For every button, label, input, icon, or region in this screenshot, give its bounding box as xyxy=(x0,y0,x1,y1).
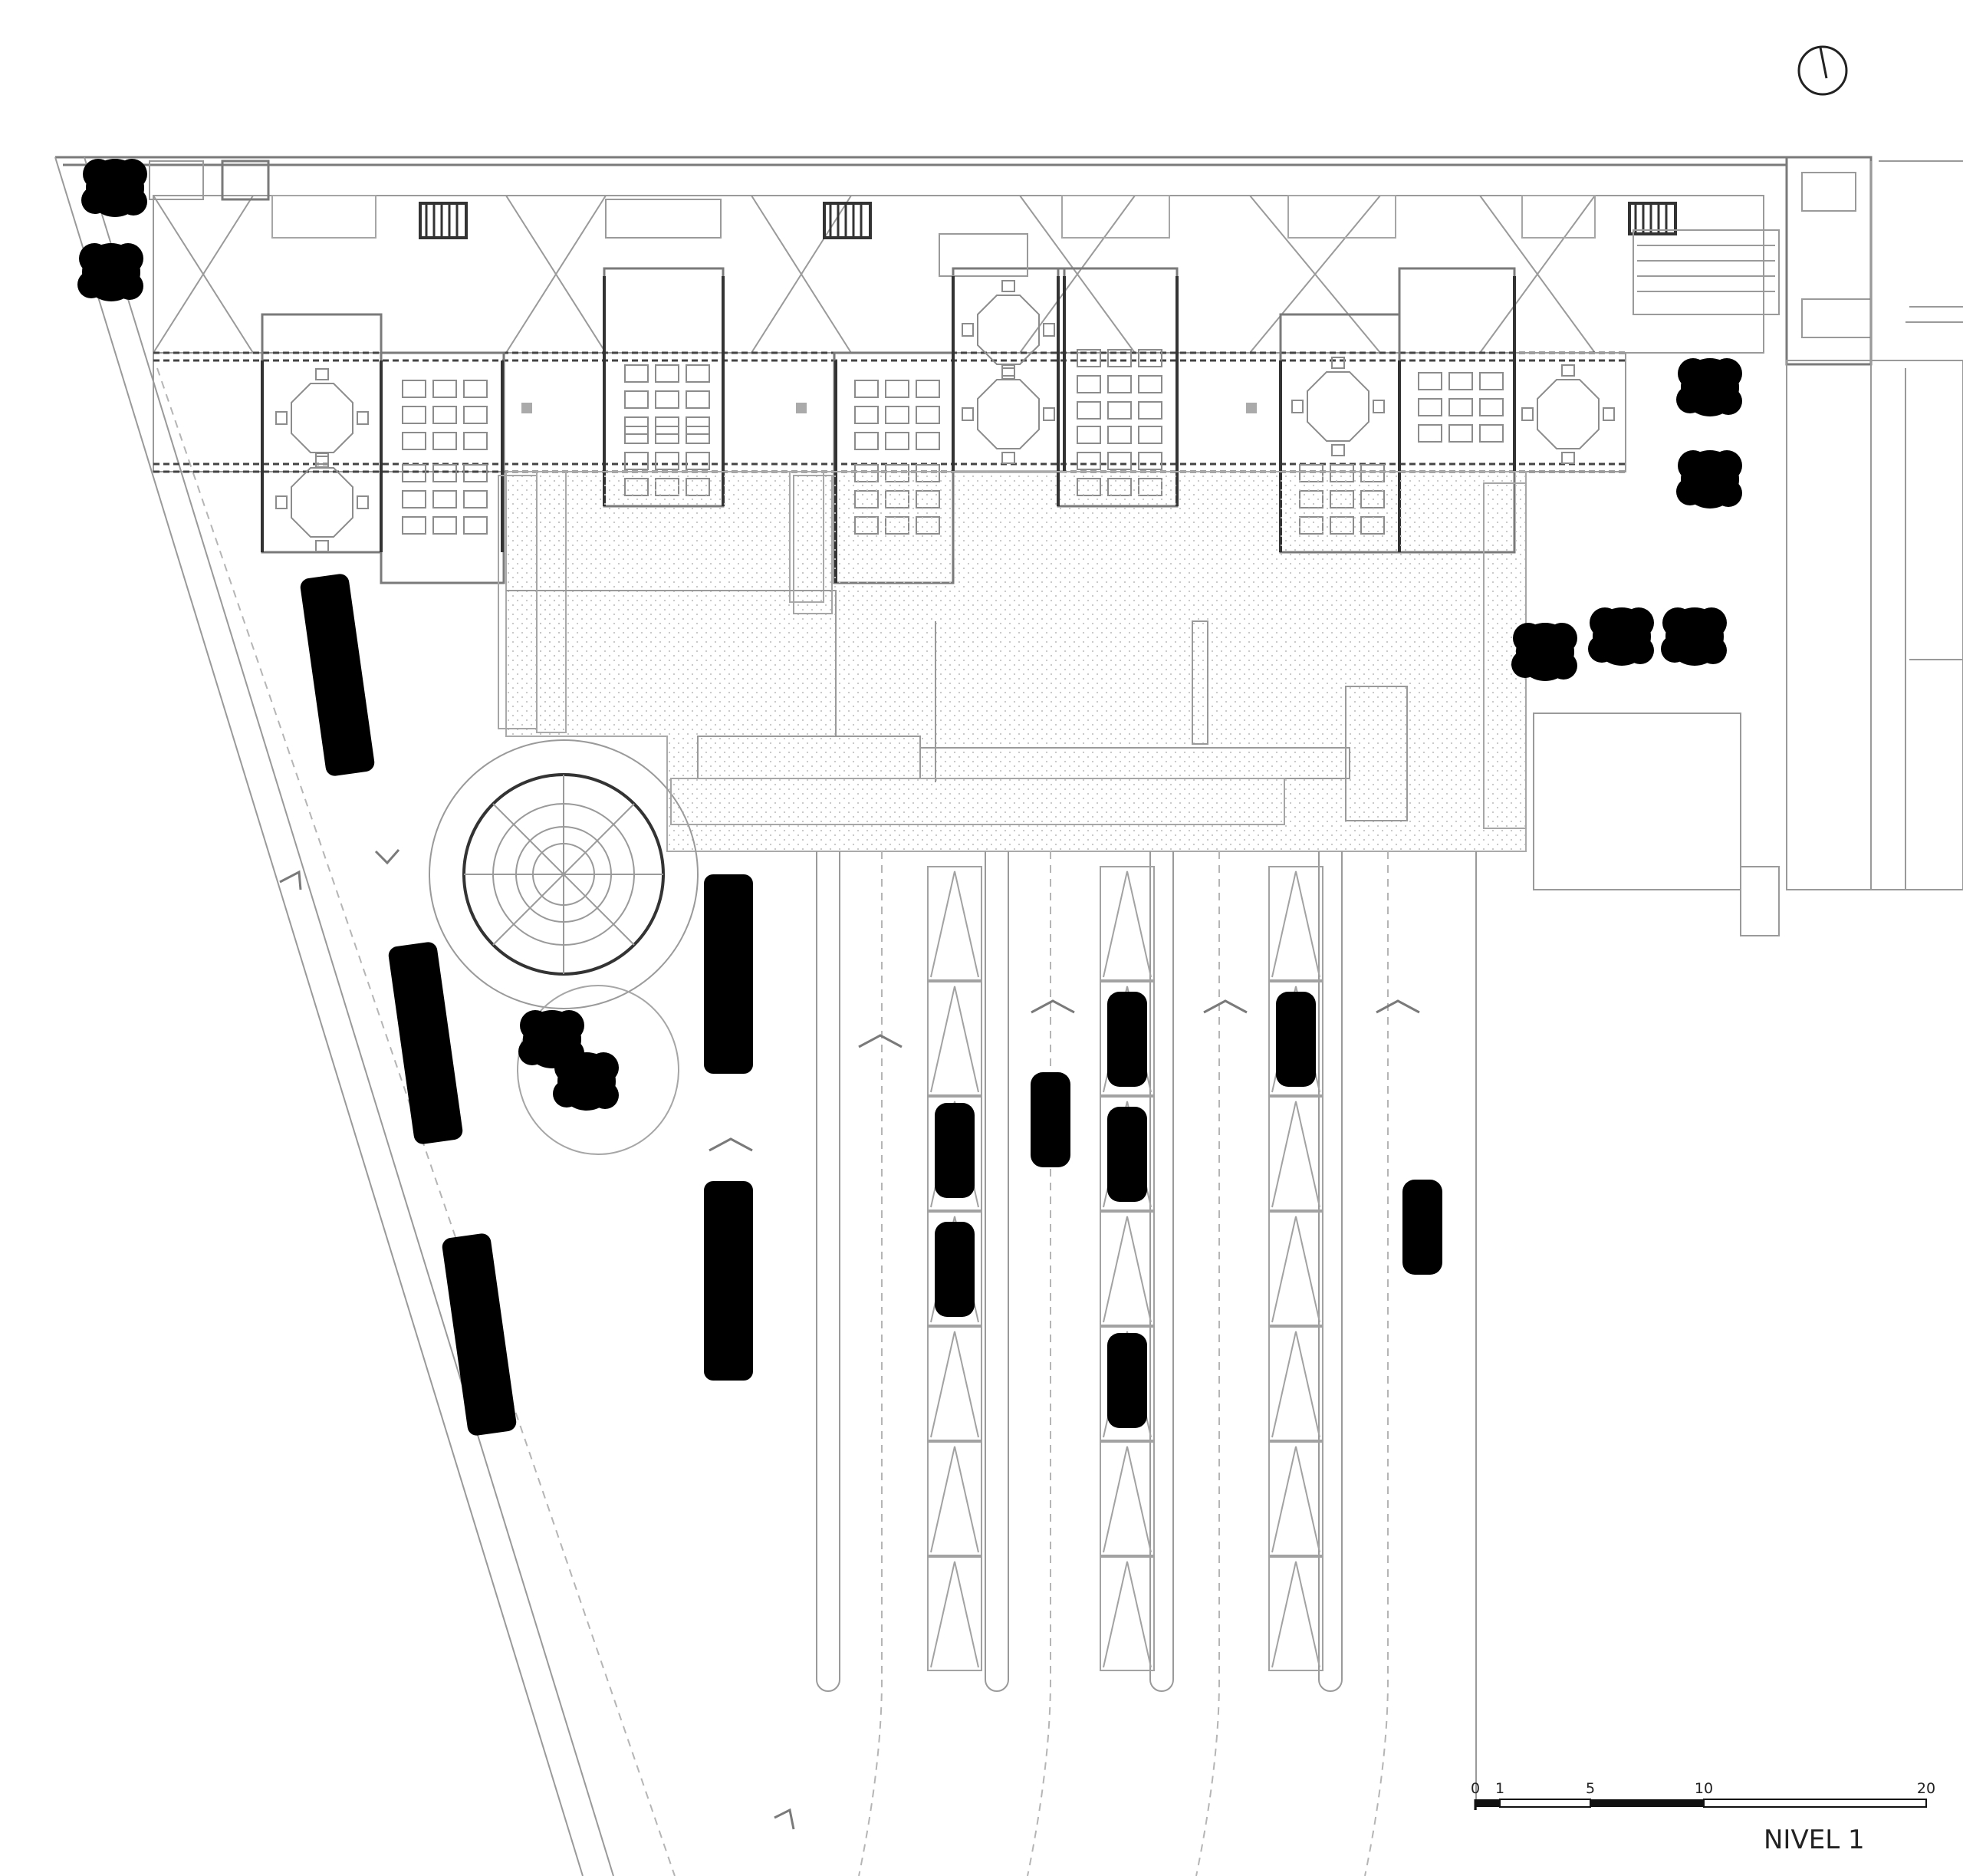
scale-tick-1: 1 xyxy=(1495,1780,1504,1797)
scale-bar: 0 1 5 10 20 xyxy=(1471,1780,1935,1810)
buses xyxy=(279,572,795,1830)
scale-tick-20: 20 xyxy=(1917,1780,1935,1797)
central-patio xyxy=(505,471,1741,890)
scale-tick-5: 5 xyxy=(1586,1780,1595,1797)
service-band xyxy=(149,160,1764,354)
site-boundary xyxy=(54,156,1788,1876)
scale-tick-0: 0 xyxy=(1471,1780,1480,1797)
scale-tick-10: 10 xyxy=(1695,1780,1713,1797)
drawing-title: NIVEL 1 xyxy=(1764,1825,1865,1855)
north-arrow-icon xyxy=(1797,45,1848,96)
stairs xyxy=(419,202,1780,315)
circular-pavilion xyxy=(429,739,699,1009)
adjacent-building xyxy=(1740,156,1963,936)
parking-area xyxy=(816,851,1477,1876)
main-corridor xyxy=(153,351,1626,473)
